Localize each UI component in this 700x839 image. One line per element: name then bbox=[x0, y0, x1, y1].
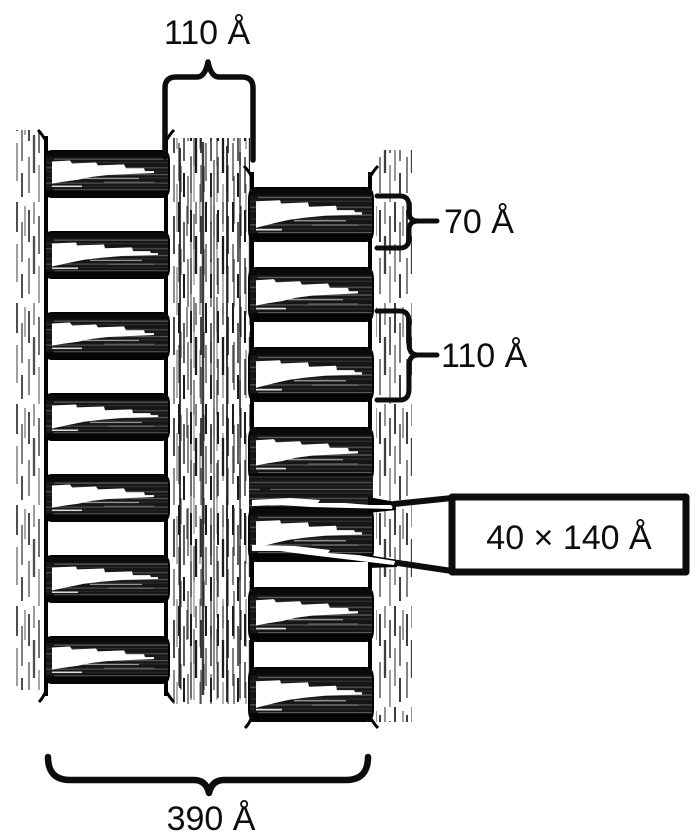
top-brace bbox=[162, 59, 256, 163]
label-subfilament: 40 × 140 Å bbox=[486, 519, 652, 557]
right-column-bands bbox=[248, 187, 398, 722]
label-overall-width: 390 Å bbox=[167, 800, 256, 838]
axial-period-brace bbox=[374, 308, 440, 403]
band-height-brace bbox=[374, 193, 440, 251]
subfilament-callout-box bbox=[448, 493, 690, 576]
label-band-height: 70 Å bbox=[444, 203, 514, 241]
interband-fibers bbox=[179, 142, 241, 702]
subfilament-slivers bbox=[252, 497, 398, 568]
left-column-bands bbox=[44, 150, 170, 684]
callout-line-top bbox=[391, 495, 455, 507]
label-axial-period: 110 Å bbox=[441, 337, 528, 375]
callout-line-bottom bbox=[395, 560, 455, 574]
label-channel-width: 110 Å bbox=[164, 14, 251, 52]
bottom-brace bbox=[44, 753, 372, 797]
annotations bbox=[44, 59, 690, 797]
